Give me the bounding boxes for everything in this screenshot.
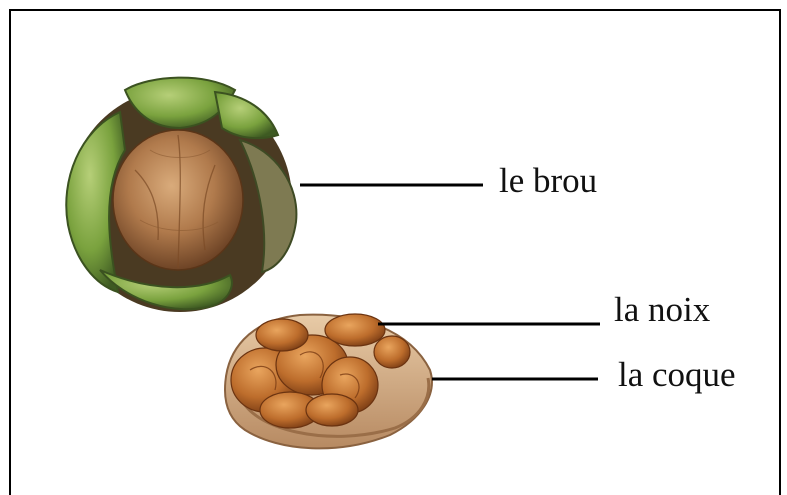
cracked-walnut-half — [225, 314, 432, 448]
whole-walnut-in-husk — [66, 78, 296, 312]
label-coque: la coque — [618, 357, 736, 392]
label-brou: le brou — [499, 163, 597, 198]
label-noix: la noix — [614, 292, 710, 327]
